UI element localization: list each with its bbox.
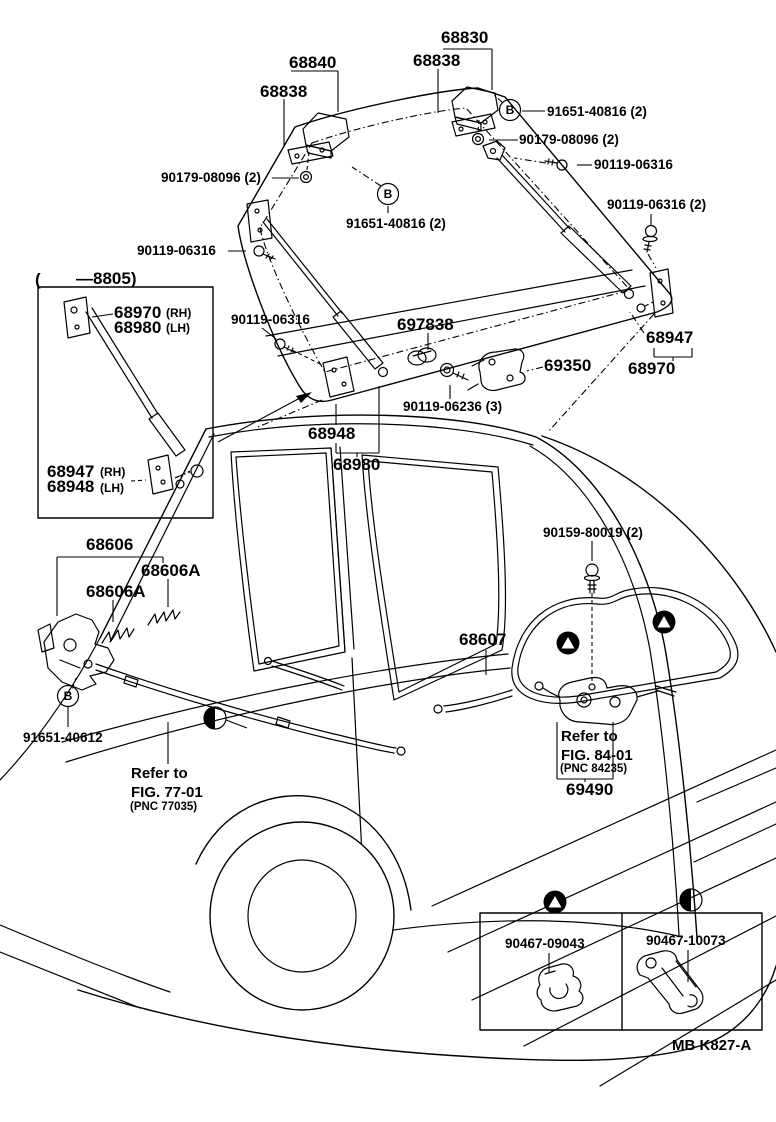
- label-90119-06316-right: 90119-06316: [594, 157, 673, 172]
- label-68970-right: 68970: [628, 359, 675, 378]
- half-tone-marker-icon: [203, 706, 248, 730]
- cable-68607-drawing: [433, 586, 739, 714]
- label-68607: 68607: [459, 630, 506, 649]
- bolt-90119-06236-icon: [439, 362, 469, 381]
- label-90179-08096-right: 90179-08096 (2): [519, 132, 619, 147]
- label-68838-right: 68838: [413, 51, 460, 70]
- label-90467-09043: 90467-09043: [505, 936, 585, 951]
- inset-label-68947-side: (RH): [100, 465, 125, 479]
- stopper-69350-drawing: [467, 348, 526, 392]
- screw-90119-right2-icon: [642, 224, 658, 253]
- label-68980-mid: 68980: [333, 455, 380, 474]
- leader-lines: [56, 48, 693, 982]
- label-68606a-upper: 68606A: [141, 561, 201, 580]
- triangle-marker-icon: [543, 890, 567, 914]
- clips-box: [479, 888, 763, 1031]
- lock-69490-drawing: [534, 676, 677, 726]
- label-90119-06236: 90119-06236 (3): [403, 399, 502, 414]
- plate-code: MB K827-A: [672, 1037, 751, 1054]
- bracket-68947-drawing: [636, 268, 674, 318]
- label-68948-mid: 68948: [308, 424, 355, 443]
- cable-68606-drawing: [95, 656, 406, 756]
- inset-label-68948-side: (LH): [100, 481, 124, 495]
- triangle-marker-icon: [652, 610, 676, 634]
- label-68838-left: 68838: [260, 82, 307, 101]
- refer-84-line3: (PNC 84235): [560, 763, 627, 775]
- label-90119-06316-right2: 90119-06316 (2): [607, 197, 706, 212]
- refer-84-line2: FIG. 84-01: [561, 747, 633, 764]
- marker-b-icon: B: [498, 98, 522, 122]
- lock-68606-drawing: [37, 613, 115, 691]
- refer-77-line2: FIG. 77-01: [131, 784, 203, 801]
- label-90179-08096-left: 90179-08096 (2): [161, 170, 261, 185]
- inset-label-68980-side: (LH): [166, 321, 190, 335]
- label-90467-10073: 90467-10073: [646, 933, 726, 948]
- marker-b-icon: B: [376, 182, 400, 206]
- inset-box: [37, 286, 214, 519]
- label-91651-40816-right: 91651-40816 (2): [547, 104, 647, 119]
- nut-90179-right-icon: [471, 132, 485, 146]
- label-69490: 69490: [566, 780, 613, 799]
- refer-77-line3: (PNC 77035): [130, 801, 197, 813]
- marker-b-letter: B: [384, 187, 393, 201]
- label-697838: 697838: [397, 315, 454, 334]
- clip-90467-10073-drawing: [636, 950, 704, 1015]
- rear-wheel-drawing: [195, 794, 412, 1011]
- refer-84-line1: Refer to: [561, 728, 618, 745]
- label-68830: 68830: [441, 28, 488, 47]
- label-68947-right: 68947: [646, 328, 693, 347]
- pointer-arrow: [217, 392, 312, 443]
- stay-left-drawing: [246, 199, 389, 378]
- hinge-left-drawing: [287, 112, 350, 171]
- marker-b-letter: B: [64, 689, 73, 703]
- inset-label-68970-side: (RH): [166, 306, 191, 320]
- hinge-right-drawing: [451, 86, 499, 137]
- car-body-drawing: [0, 414, 776, 1087]
- label-90119-06316-left: 90119-06316: [137, 243, 216, 258]
- refer-77-line1: Refer to: [131, 765, 188, 782]
- label-68606a-lower: 68606A: [86, 582, 146, 601]
- triangle-marker-icon: [556, 631, 580, 655]
- inset-paren: (: [35, 270, 41, 289]
- spring-2-drawing: [147, 609, 181, 626]
- label-90159-80019: 90159-80019 (2): [543, 525, 643, 540]
- protector-697838-drawing: [407, 347, 437, 366]
- spring-1-drawing: [101, 627, 135, 644]
- bracket-68948-drawing: [322, 356, 355, 398]
- label-69350: 69350: [544, 356, 591, 375]
- stay-right-drawing: [482, 140, 635, 300]
- inset-label-68980: 68980: [114, 318, 161, 337]
- label-68840: 68840: [289, 53, 336, 72]
- screw-90119-right1-icon: [544, 158, 568, 171]
- label-68606: 68606: [86, 535, 133, 554]
- label-91651-40816-mid: 91651-40816 (2): [346, 216, 446, 231]
- inset-code-8805: —8805): [76, 269, 136, 288]
- bolt-90159-icon: [583, 563, 601, 594]
- inset-label-68947: 68947: [47, 462, 94, 481]
- label-90119-06316-mid: 90119-06316: [231, 312, 310, 327]
- label-91651-40612: 91651-40612: [23, 730, 103, 745]
- marker-b-letter: B: [506, 103, 515, 117]
- inset-stay-drawing: [63, 296, 204, 495]
- marker-b-icon: B: [56, 684, 80, 708]
- inset-label-68948: 68948: [47, 477, 94, 496]
- nut-90179-left-icon: [299, 170, 313, 184]
- clip-90467-09043-drawing: [536, 963, 584, 1012]
- half-tone-marker-icon: [679, 888, 703, 912]
- screw-90119-left-icon: [253, 245, 276, 261]
- inset-label-68970: 68970: [114, 303, 161, 322]
